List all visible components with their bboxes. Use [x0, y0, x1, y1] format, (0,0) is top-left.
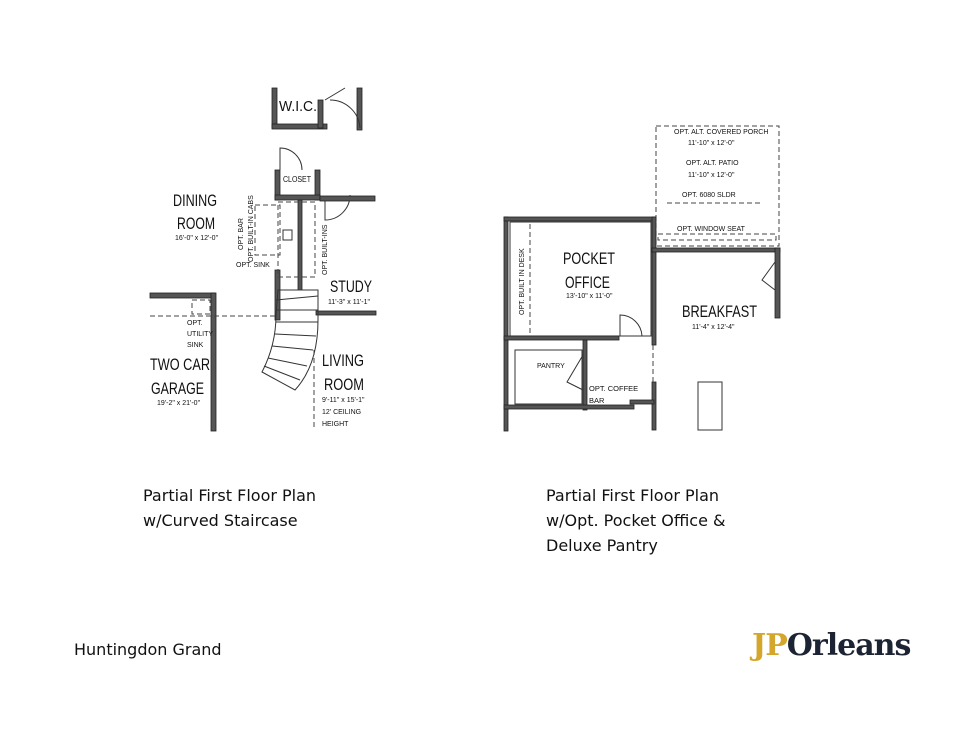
wall: [582, 339, 588, 411]
room-dims-living: 9'-11" x 15'-1": [322, 397, 365, 404]
wall: [319, 195, 376, 202]
opt-utility-label-1: OPT.: [187, 320, 203, 327]
opt-sldr-label: OPT. 6080 SLDR: [682, 192, 736, 199]
room-dims-study: 11'-3" x 11'-1": [328, 299, 371, 306]
opt-patio-label: OPT. ALT. PATIO: [686, 160, 739, 167]
door-swing: [279, 147, 303, 171]
left-plan-caption: Partial First Floor Plan w/Curved Stairc…: [143, 483, 316, 533]
right-plan-caption: Partial First Floor Plan w/Opt. Pocket O…: [546, 483, 726, 558]
opt-sink-label: OPT. SINK: [236, 262, 270, 269]
wall: [317, 99, 324, 129]
wall: [271, 123, 328, 130]
room-dims-garage: 19'-2" x 21'-0": [157, 400, 201, 407]
room-dims-breakfast: 11'-4" x 12'-4": [692, 324, 735, 331]
caption-line: Partial First Floor Plan: [143, 486, 317, 505]
room-label-wic: W.I.C.: [279, 98, 317, 115]
opt-bar: [254, 204, 281, 256]
opt-coffee-label-2: BAR: [589, 396, 605, 405]
opt-bar-label: OPT. BAR: [238, 218, 245, 250]
wall: [315, 310, 377, 316]
living-note-2: HEIGHT: [322, 421, 349, 428]
wall: [356, 87, 363, 131]
cabinet-outline: [697, 381, 723, 431]
opt-coffee-label: OPT. COFFEE: [589, 384, 638, 393]
room-label-garage: TWO CAR: [150, 355, 210, 374]
door-swing: [619, 314, 643, 337]
room-label-breakfast: BREAKFAST: [682, 302, 757, 321]
wall: [651, 216, 657, 346]
left-floor-plan: W.I.C. CLOSET DINING ROOM 16'-0" x 12'-0…: [149, 87, 377, 432]
opt-window-seat-label: OPT. WINDOW SEAT: [677, 226, 746, 233]
room-label-living: LIVING: [322, 351, 364, 370]
opt-patio-dims: 11'-10" x 12'-0": [688, 172, 735, 179]
caption-line: Deluxe Pantry: [546, 536, 658, 555]
room-label-closet: CLOSET: [283, 175, 311, 184]
wall: [271, 87, 278, 129]
opt-utility-label-3: SINK: [187, 342, 204, 349]
room-dims-office: 13'-10" x 11'-0": [566, 293, 613, 300]
door-swing: [761, 261, 776, 291]
jp-orleans-logo: JPOrleans: [752, 628, 912, 663]
wall: [503, 335, 620, 341]
room-label-pocket: POCKET: [563, 249, 615, 268]
logo-jp: JP: [752, 628, 788, 663]
wall: [629, 399, 655, 405]
wall: [503, 404, 635, 410]
room-dims-dining: 16'-0" x 12'-0": [175, 235, 219, 242]
opt-utility-sink: [191, 299, 211, 315]
wall: [651, 247, 781, 253]
door-swing: [324, 87, 361, 129]
opt-built-in-cabs-label: OPT. BUILT-IN CABS: [248, 195, 255, 262]
caption-line: w/Opt. Pocket Office &: [546, 511, 726, 530]
opt-built-ins-label: OPT. BUILT-INS: [322, 224, 329, 275]
room-label-dining-2: ROOM: [177, 214, 215, 233]
opt-covered-porch: [655, 125, 780, 247]
opt-utility-label-2: UTILITY: [187, 331, 213, 338]
wall: [274, 194, 321, 201]
opt-window-seat: [657, 233, 777, 241]
wall: [651, 381, 657, 431]
right-floor-plan: OPT. ALT. COVERED PORCH 11'-10" x 12'-0"…: [503, 125, 781, 432]
door-swing: [566, 354, 584, 391]
room-label-dining: DINING: [173, 191, 217, 210]
room-label-living-2: ROOM: [324, 375, 364, 394]
living-note-1: 12' CEILING: [322, 409, 361, 416]
caption-line: w/Curved Staircase: [143, 511, 298, 530]
opt-porch-dims: 11'-10" x 12'-0": [688, 140, 735, 147]
room-label-garage-2: GARAGE: [151, 379, 204, 398]
pantry-outline: [514, 349, 583, 405]
logo-orleans: Orleans: [786, 628, 912, 663]
wall: [503, 216, 657, 222]
wall: [210, 292, 217, 432]
opt-desk-label: OPT. BUILT IN DESK: [519, 248, 526, 315]
room-label-study: STUDY: [330, 277, 372, 296]
caption-line: Partial First Floor Plan: [546, 486, 720, 505]
wall: [774, 247, 781, 319]
opt-cabinets: [277, 201, 316, 278]
room-label-pantry: PANTRY: [537, 363, 565, 370]
wall: [149, 292, 216, 299]
opt-porch-label: OPT. ALT. COVERED PORCH: [674, 129, 768, 136]
room-label-office: OFFICE: [565, 273, 610, 292]
opt-sink: [282, 229, 293, 241]
wall: [503, 216, 509, 432]
model-name: Huntingdon Grand: [74, 640, 222, 659]
curved-staircase: [261, 289, 319, 391]
